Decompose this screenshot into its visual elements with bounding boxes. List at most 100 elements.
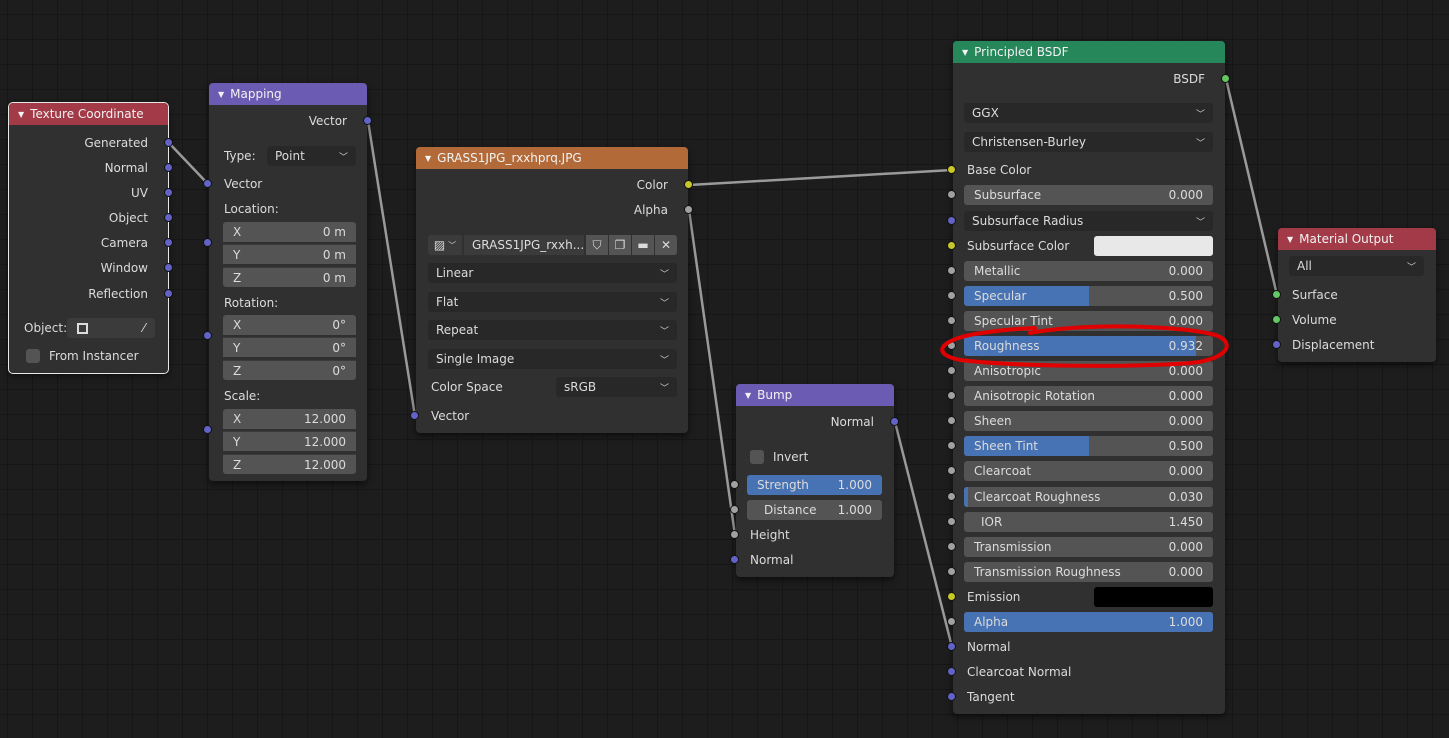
socket-alpha-in[interactable]: [947, 617, 956, 626]
distribution-dropdown[interactable]: GGX﹀: [964, 103, 1213, 123]
socket-generated-out[interactable]: [164, 138, 173, 147]
socket-reflection-out[interactable]: [164, 289, 173, 298]
source-dropdown[interactable]: Single Image﹀: [428, 349, 677, 369]
mapping-type-dropdown[interactable]: Point ﹀: [267, 146, 356, 166]
subsurface-color-swatch[interactable]: [1094, 236, 1213, 256]
socket-specular-in[interactable]: [947, 291, 956, 300]
socket-window-out[interactable]: [164, 263, 173, 272]
collapse-triangle-icon[interactable]: ▼: [745, 390, 752, 400]
socket-sheen-tint-in[interactable]: [947, 441, 956, 450]
emission-color-swatch[interactable]: [1094, 587, 1213, 607]
material-output-node[interactable]: ▼ Material Output All﹀ Surface Volume Di…: [1278, 228, 1436, 362]
output-target-dropdown[interactable]: All﹀: [1289, 256, 1424, 276]
image-browse-button[interactable]: ▨﹀: [428, 235, 462, 255]
mapping-header[interactable]: ▼ Mapping: [209, 83, 367, 105]
socket-distance-in[interactable]: [730, 505, 739, 514]
socket-metallic-in[interactable]: [947, 266, 956, 275]
bump-header[interactable]: ▼ Bump: [736, 384, 894, 406]
unlink-image-button[interactable]: ✕: [655, 235, 677, 255]
socket-clearcoat-normal-in[interactable]: [947, 667, 956, 676]
open-image-button[interactable]: ▬: [632, 235, 654, 255]
socket-height-in[interactable]: [730, 530, 739, 539]
material-output-header[interactable]: ▼ Material Output: [1278, 228, 1436, 250]
socket-subsurface-radius-in[interactable]: [947, 216, 956, 225]
socket-camera-out[interactable]: [164, 238, 173, 247]
socket-rotation-in[interactable]: [203, 331, 212, 340]
fake-user-shield-button[interactable]: ⛉: [586, 235, 608, 255]
principled-bsdf-header[interactable]: ▼ Principled BSDF: [953, 41, 1225, 63]
interpolation-dropdown[interactable]: Linear﹀: [428, 263, 677, 283]
socket-color-out[interactable]: [684, 180, 693, 189]
socket-subsurface-color-in[interactable]: [947, 241, 956, 250]
socket-anisotropic-rotation-in[interactable]: [947, 391, 956, 400]
duplicate-image-button[interactable]: ❐: [609, 235, 631, 255]
collapse-triangle-icon[interactable]: ▼: [425, 153, 432, 163]
socket-anisotropic-in[interactable]: [947, 366, 956, 375]
collapse-triangle-icon[interactable]: ▼: [18, 109, 25, 119]
socket-base-color-in[interactable]: [947, 165, 956, 174]
socket-alpha-out[interactable]: [684, 205, 693, 214]
socket-displacement-in[interactable]: [1272, 340, 1281, 349]
socket-transmission-roughness-in[interactable]: [947, 567, 956, 576]
socket-volume-in[interactable]: [1272, 315, 1281, 324]
image-texture-header[interactable]: ▼ GRASS1JPG_rxxhprq.JPG: [416, 147, 688, 169]
socket-surface-in[interactable]: [1272, 290, 1281, 299]
collapse-triangle-icon[interactable]: ▼: [962, 47, 969, 57]
socket-transmission-in[interactable]: [947, 542, 956, 551]
socket-bsdf-normal-in[interactable]: [947, 642, 956, 651]
socket-object-out[interactable]: [164, 213, 173, 222]
color-space-dropdown[interactable]: sRGB﹀: [556, 377, 677, 397]
socket-uv-out[interactable]: [164, 188, 173, 197]
texture-coordinate-node[interactable]: ▼ Texture Coordinate Generated Normal UV…: [8, 102, 169, 374]
from-instancer-checkbox[interactable]: [26, 349, 40, 363]
projection-dropdown[interactable]: Flat﹀: [428, 292, 677, 312]
socket-roughness-in[interactable]: [947, 341, 956, 350]
socket-location-in[interactable]: [203, 238, 212, 247]
mapping-node[interactable]: ▼ Mapping Vector Type: Point ﹀ Vector Lo…: [209, 83, 367, 481]
collapse-triangle-icon[interactable]: ▼: [218, 89, 225, 99]
socket-scale-in[interactable]: [203, 425, 212, 434]
socket-strength-in[interactable]: [730, 480, 739, 489]
socket-clearcoat-roughness-in[interactable]: [947, 492, 956, 501]
image-name-field[interactable]: GRASS1JPG_rxxh...: [464, 235, 584, 255]
socket-bump-normal-in[interactable]: [730, 555, 739, 564]
invert-checkbox[interactable]: [750, 450, 764, 464]
extension-dropdown[interactable]: Repeat﹀: [428, 320, 677, 340]
socket-clearcoat-in[interactable]: [947, 466, 956, 475]
subsurface-method-dropdown[interactable]: Christensen-Burley﹀: [964, 132, 1213, 152]
socket-bump-normal-out[interactable]: [890, 417, 899, 426]
socket-specular-tint-in[interactable]: [947, 316, 956, 325]
object-picker-field[interactable]: ⁄: [67, 318, 155, 338]
socket-mapping-vector-out[interactable]: [363, 116, 372, 125]
socket-normal-out[interactable]: [164, 163, 173, 172]
socket-sheen-in[interactable]: [947, 416, 956, 425]
socket-mapping-vector-in[interactable]: [203, 179, 212, 188]
socket-emission-in[interactable]: [947, 592, 956, 601]
socket-bsdf-out[interactable]: [1221, 74, 1230, 83]
image-texture-node[interactable]: ▼ GRASS1JPG_rxxhprq.JPG Color Alpha ▨﹀ G…: [416, 147, 688, 433]
texture-coordinate-header[interactable]: ▼ Texture Coordinate: [9, 103, 168, 125]
